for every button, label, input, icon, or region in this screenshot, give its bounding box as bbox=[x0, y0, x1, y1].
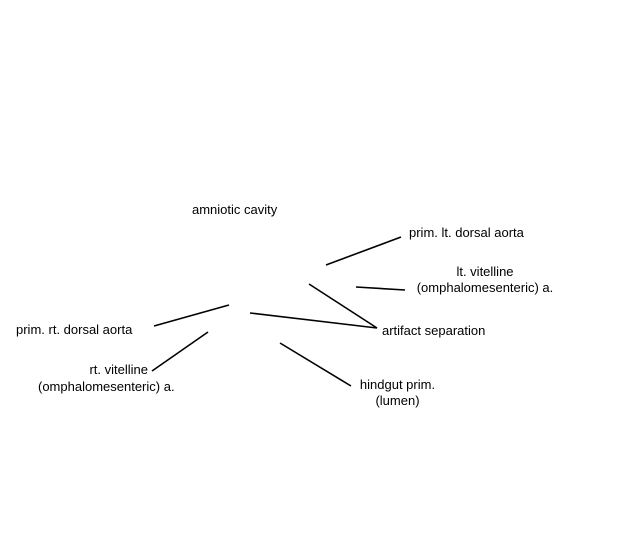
label-lt-vitelline-line2: (omphalomesenteric) a. bbox=[416, 280, 554, 295]
label-prim-lt-dorsal-aorta: prim. lt. dorsal aorta bbox=[409, 225, 524, 240]
label-lt-vitelline: lt. vitelline (omphalomesenteric) a. bbox=[405, 264, 565, 296]
label-hindgut-line2: (lumen) bbox=[375, 393, 420, 408]
label-prim-rt-dorsal-aorta: prim. rt. dorsal aorta bbox=[16, 322, 133, 337]
leader-line-prim-lt-dorsal-aorta bbox=[325, 236, 402, 266]
label-amniotic-cavity: amniotic cavity bbox=[192, 202, 278, 217]
leader-line-lt-vitelline bbox=[355, 286, 406, 291]
label-lt-vitelline-line1: lt. vitelline bbox=[456, 264, 514, 279]
label-rt-vitelline-line2: (omphalomesenteric) a. bbox=[38, 379, 175, 394]
label-rt-vitelline-line1: rt. vitelline bbox=[89, 362, 148, 377]
label-artifact-separation: artifact separation bbox=[382, 323, 486, 338]
label-hindgut-line1: hindgut prim. bbox=[359, 377, 436, 392]
leader-line-rt-vitelline bbox=[151, 331, 209, 372]
leader-line-prim-rt-dorsal-aorta bbox=[153, 304, 230, 327]
leader-line-hindgut bbox=[279, 342, 352, 387]
leader-line-artifact-separation-1 bbox=[308, 283, 378, 329]
label-hindgut: hindgut prim. (lumen) bbox=[345, 377, 450, 409]
leader-line-artifact-separation-2 bbox=[249, 312, 378, 329]
